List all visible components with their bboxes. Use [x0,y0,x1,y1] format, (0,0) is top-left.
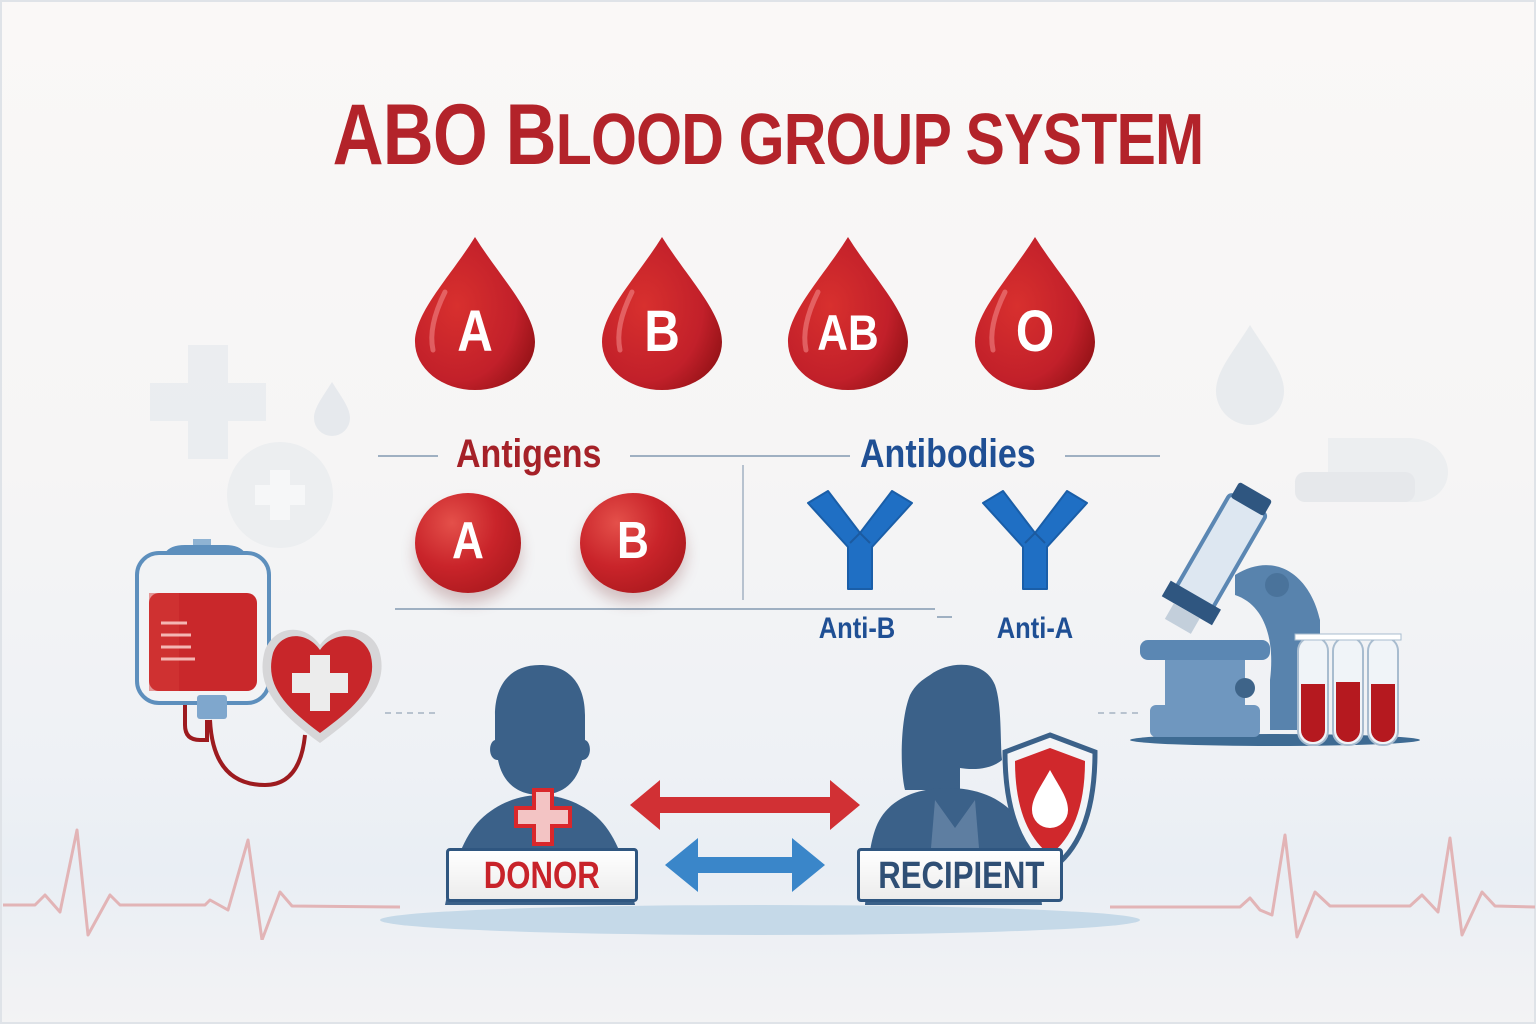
antibody-label-anti-a: Anti-A [996,612,1074,645]
bidirectional-arrow-blue [665,838,825,892]
blood-drop-a: A [405,232,545,392]
divider [378,455,438,457]
antibodies-heading: Antibodies [860,432,1036,476]
blood-drop-icon [975,237,1095,390]
antibody-y-icon [982,490,1088,590]
divider-vertical [742,465,744,600]
bidirectional-arrow-red [630,780,860,830]
ground-shadow [380,905,1140,935]
divider [1065,455,1160,457]
antibody-y-icon [807,490,913,590]
background-decor-left [150,345,350,548]
antibody-label-anti-b: Anti-B [818,612,896,645]
dashed-connector [1098,712,1138,714]
page-title: ABO BLOOD GROUP SYSTEM [332,87,1205,183]
antigens-heading: Antigens [456,432,602,476]
divider [630,455,850,457]
recipient-label: RECIPIENT [857,848,1063,902]
blood-drop-ab: AB [778,232,918,392]
antigen-a: A [415,493,521,593]
donor-label: DONOR [446,848,638,902]
recipient-silhouette-icon [865,664,1098,905]
blood-drop-icon [415,237,535,390]
blood-drop-o: O [965,232,1105,392]
divider [395,608,935,610]
test-tubes-icon [1294,633,1402,746]
blood-type-row: A B AB O [405,232,1125,402]
blood-drop-icon [788,237,908,390]
divider [937,616,952,618]
ecg-line-icon [1110,833,1536,939]
ecg-line-icon [3,828,401,940]
background-decor-right [1216,325,1448,502]
antigen-b: B [580,493,686,593]
blood-bag-icon [135,539,382,788]
blood-drop-b: B [592,232,732,392]
blood-drop-icon [602,237,722,390]
dashed-connector [385,712,435,714]
